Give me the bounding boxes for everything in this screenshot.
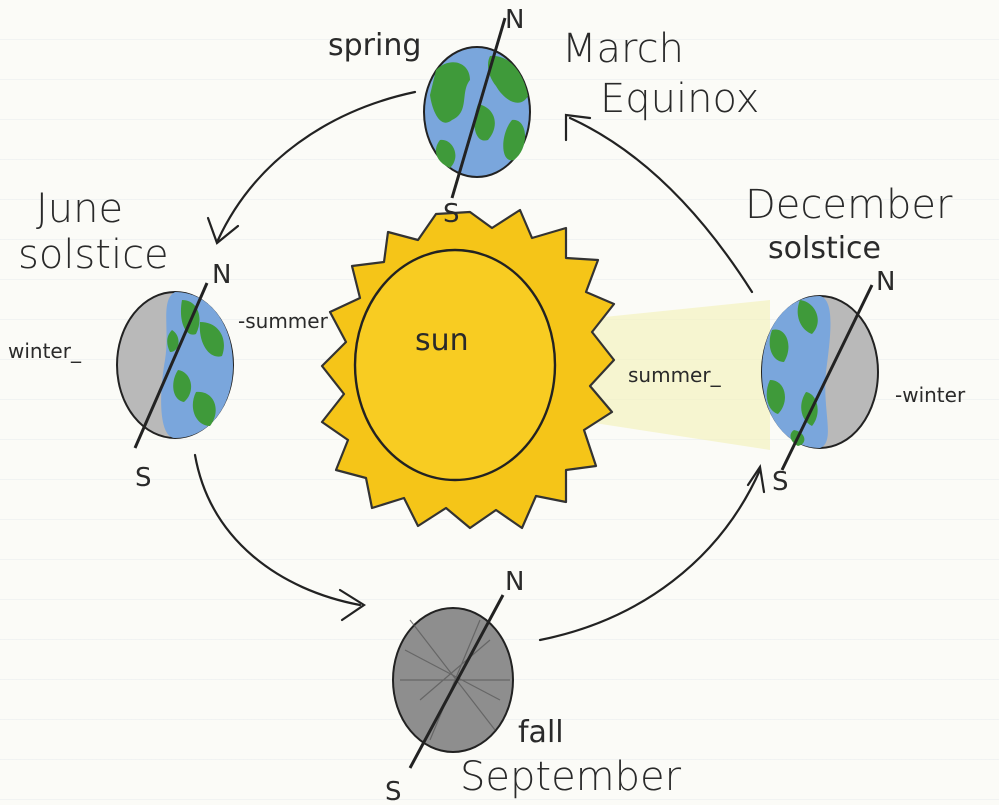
sun: sun — [322, 210, 614, 528]
march-south-label: S — [443, 199, 460, 229]
earth-december-day-side — [762, 296, 831, 448]
march-north-label: N — [505, 5, 524, 35]
december-winter-label: -winter — [895, 383, 966, 407]
sun-inner-circle — [355, 250, 555, 480]
december-summer-label: summer_ — [628, 363, 722, 387]
arrow-march-to-june — [218, 92, 415, 240]
june-title-line1: June — [36, 186, 123, 232]
june-title-line2: solstice — [18, 232, 169, 278]
december-north-label: N — [876, 267, 895, 297]
arrow-december-to-march — [570, 118, 752, 292]
june-winter-label: winter_ — [8, 339, 82, 363]
arrow-september-to-december — [540, 470, 760, 640]
september-fall-label: fall — [518, 715, 564, 750]
september-south-label: S — [385, 777, 402, 805]
earth-december: N S — [762, 267, 895, 497]
earth-june: N S — [117, 260, 233, 493]
june-south-label: S — [135, 463, 152, 493]
sun-label: sun — [415, 323, 469, 358]
december-title-line2: solstice — [768, 231, 881, 266]
march-spring-label: spring — [328, 28, 421, 63]
earth-march: N S — [424, 5, 530, 229]
arrow-june-to-september — [195, 455, 360, 605]
december-title-line1: December — [745, 182, 953, 228]
june-north-label: N — [212, 260, 231, 290]
june-summer-label: -summer — [238, 309, 329, 333]
september-north-label: N — [505, 567, 524, 597]
september-title: September — [460, 754, 682, 800]
march-title-line2: Equinox — [600, 76, 759, 122]
march-title-line1: March — [562, 26, 684, 72]
december-south-label: S — [772, 467, 789, 497]
